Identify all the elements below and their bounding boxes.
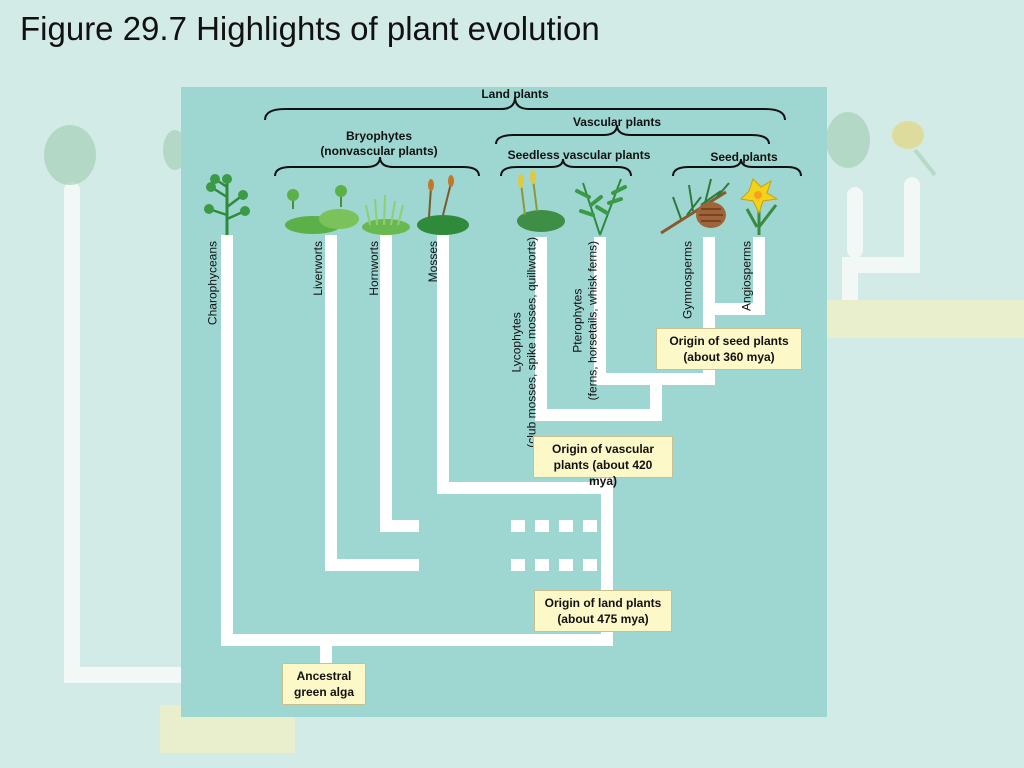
land-plants-label: Land plants	[481, 87, 549, 101]
origin-land-line2: (about 475 mya)	[557, 612, 649, 626]
moss-illustration	[417, 175, 469, 235]
ancestor-line2: green alga	[293, 685, 355, 699]
origin-land-plants-box: Origin of land plants (about 475 mya)	[534, 590, 672, 632]
phylogeny-panel: Land plants Vascular plants Bryophytes (…	[181, 87, 827, 717]
taxon-lycophytes-detail: (club mosses, spike mosses, quillworts)	[525, 237, 539, 448]
bryophytes-label-line1: Bryophytes	[345, 129, 413, 143]
taxon-hornworts-text: Hornworts	[367, 241, 382, 296]
liverworts-branch	[325, 235, 419, 571]
hornworts-branch	[380, 235, 419, 532]
bryophytes-brace	[274, 156, 480, 177]
slide-title: Figure 29.7 Highlights of plant evolutio…	[20, 10, 600, 47]
lycophytes-branch	[535, 237, 662, 421]
ancestral-green-alga-box: Ancestral green alga	[282, 663, 366, 705]
origin-vascular-line2: plants (about 420 mya)	[553, 458, 653, 488]
mosses-branch	[437, 235, 501, 494]
vascular-plants-label: Vascular plants	[572, 115, 662, 129]
origin-seed-plants-box: Origin of seed plants (about 360 mya)	[656, 328, 802, 370]
seedless-vascular-label: Seedless vascular plants	[507, 148, 651, 162]
angiosperms-branch	[709, 237, 765, 315]
seedless-vascular-brace	[500, 158, 632, 177]
origin-land-line1: Origin of land plants	[544, 596, 662, 610]
origin-seed-line1: Origin of seed plants	[669, 334, 789, 348]
taxon-mosses-text: Mosses	[425, 241, 440, 283]
seed-plants-brace	[672, 158, 802, 177]
gymnosperm-illustration	[660, 178, 730, 235]
bryophytes-label: Bryophytes (nonvascular plants)	[285, 129, 473, 159]
vascular-plants-brace	[495, 124, 770, 145]
ancestor-line1: Ancestral	[296, 669, 352, 683]
pterophytes-branch	[594, 237, 656, 385]
taxon-liverworts-text: Liverworts	[311, 241, 326, 296]
charophycean-illustration	[204, 174, 250, 235]
charophyceans-branch	[221, 235, 613, 646]
land-plants-brace	[264, 96, 786, 121]
seed-plants-label: Seed plants	[710, 150, 778, 164]
bryophytes-label-line2: (nonvascular plants)	[320, 144, 438, 158]
angiosperm-illustration	[739, 178, 779, 235]
origin-seed-line2: (about 360 mya)	[683, 350, 775, 364]
lycophyte-illustration	[517, 170, 565, 232]
taxon-pterophytes-detail: (ferns, horsetails, whisk ferns)	[585, 241, 599, 401]
fern-illustration	[575, 178, 627, 236]
phylogeny-tree	[204, 96, 802, 663]
hornwort-illustration	[362, 194, 410, 235]
taxon-gymnosperms-text: Gymnosperms	[680, 241, 695, 320]
taxon-angiosperms-text: Angiosperms	[739, 241, 754, 312]
liverwort-illustration	[285, 185, 359, 234]
origin-vascular-line1: Origin of vascular	[551, 442, 655, 456]
taxon-charophyceans-text: Charophyceans	[205, 241, 220, 326]
taxon-pterophytes-text: Pterophytes	[570, 288, 584, 353]
taxon-lycophytes-text: Lycophytes	[510, 312, 524, 373]
origin-vascular-plants-box: Origin of vascular plants (about 420 mya…	[533, 436, 673, 488]
